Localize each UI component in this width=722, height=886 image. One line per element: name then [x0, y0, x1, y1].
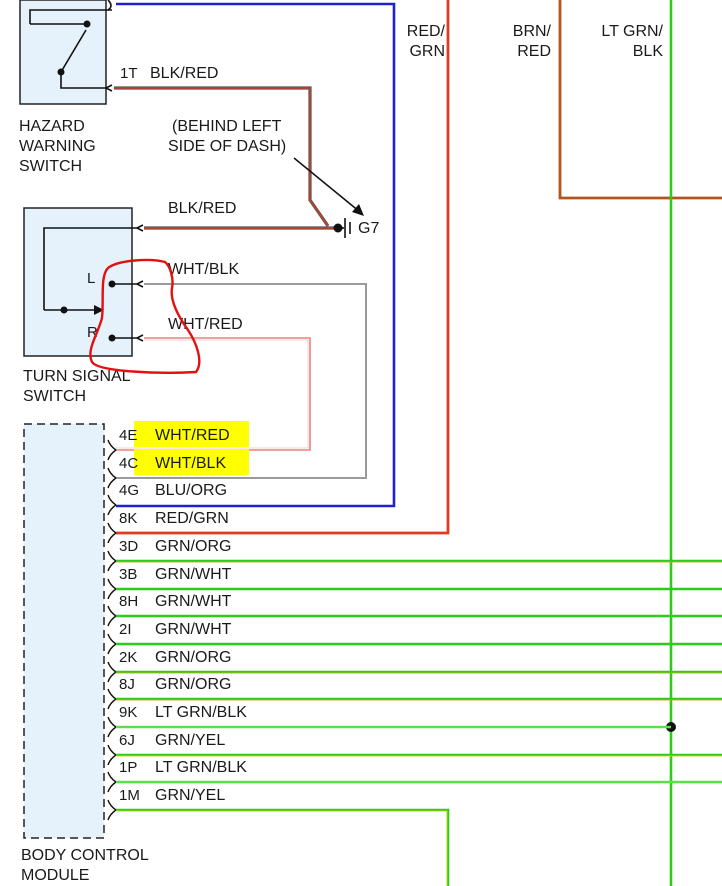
- bcm-pin-wire: BLU/ORG: [155, 482, 227, 499]
- bcm-pin-connector: [107, 716, 117, 738]
- wire-blu-org: [116, 2, 396, 508]
- hazard-label-3: SWITCH: [19, 158, 82, 175]
- bcm-pin-wire: GRN/YEL: [155, 732, 225, 749]
- hazard-label-1: HAZARD: [19, 118, 85, 135]
- red-grn-label-1: RED/: [407, 23, 446, 40]
- hazard-switch-contacts: [29, 9, 112, 89]
- annotation-circle: [89, 258, 201, 374]
- bcm-pin-rows: 4E WHT/RED 4C WHT/BLK 4G BLU/ORG 8K RED/GRN 3D GR…: [107, 421, 249, 821]
- bcm-pin-wire: LT GRN/BLK: [155, 704, 247, 721]
- bcm-pin-id: 9K: [119, 704, 137, 721]
- hazard-pin-label: 1T: [120, 65, 138, 82]
- turn-connector-2: [136, 280, 144, 288]
- turn-pin-l: L: [87, 270, 95, 287]
- bcm-pin-connector: [107, 688, 117, 710]
- bcm-pin-connector: [107, 439, 117, 461]
- bcm-pin-wire: GRN/YEL: [155, 787, 225, 804]
- bcm-pin-wire: GRN/WHT: [155, 566, 232, 583]
- wire-wht-red-inner: [116, 339, 309, 449]
- turn-pin-r: R: [87, 324, 98, 341]
- bcm-pin-wire: GRN/WHT: [155, 621, 232, 638]
- bcm-pin-wire: GRN/ORG: [155, 538, 231, 555]
- turn-connector-3: [136, 334, 144, 342]
- hazard-pin-connector: [105, 84, 113, 92]
- bcm-pin-id: 3B: [119, 566, 137, 583]
- bcm-pin-wire: WHT/RED: [155, 427, 230, 444]
- bcm-pin-wire: RED/GRN: [155, 510, 229, 527]
- hazard-wire-label: BLK/RED: [150, 65, 218, 82]
- bcm-pin-id: 2I: [119, 621, 132, 638]
- bcm-pin-connector: [107, 799, 117, 821]
- bcm-label-2: MODULE: [21, 867, 89, 884]
- bcm-pin-wire: GRN/ORG: [155, 676, 231, 693]
- bcm-pin-connector: [107, 467, 117, 489]
- pin-highlight: [134, 421, 249, 447]
- bcm-pin-id: 1P: [119, 759, 137, 776]
- turn-signal-dot-r: [108, 334, 116, 342]
- bcm-pin-connector: [107, 550, 117, 572]
- bcm-pin-id: 1M: [119, 787, 140, 804]
- bcm-pin-id: 4G: [119, 482, 139, 499]
- bcm-label-1: BODY CONTROL: [21, 847, 149, 864]
- wire-red-grn: [116, 0, 450, 535]
- bcm-pin-id: 3D: [119, 538, 138, 555]
- bcm-pin-connector: [107, 494, 117, 516]
- turn-signal-dot: [60, 306, 68, 314]
- turn-signal-arrow: [94, 305, 104, 315]
- ground-symbol: [338, 218, 351, 238]
- bcm-pin-connector: [107, 661, 117, 683]
- bcm-pin-connector: [107, 522, 117, 544]
- bcm-pin-connector: [107, 771, 117, 793]
- bcm-pin-connector: [107, 605, 117, 627]
- bcm-pin-connector: [107, 633, 117, 655]
- bcm-pin-wire: LT GRN/BLK: [155, 759, 247, 776]
- bcm-pin-id: 4E: [119, 427, 137, 444]
- lt-grn-blk-label-2: BLK: [633, 43, 664, 60]
- bcm-pin-wire: GRN/ORG: [155, 649, 231, 666]
- turn-signal-label-1: TURN SIGNAL: [23, 368, 131, 385]
- bcm-pin-wire: GRN/WHT: [155, 593, 232, 610]
- ground-wire-label: BLK/RED: [168, 200, 236, 217]
- turn-signal-switch-box: [23, 207, 133, 357]
- wire-brn-red: [558, 0, 722, 200]
- red-grn-label-2: GRN: [409, 43, 445, 60]
- hazard-top-connector: [107, 0, 112, 11]
- bcm-pin-id: 2K: [119, 649, 137, 666]
- turn-wire-l-label: WHT/BLK: [168, 261, 239, 278]
- bcm-pin-connector: [107, 744, 117, 766]
- bcm-pin-id: 8H: [119, 593, 138, 610]
- bcm-pin-id: 6J: [119, 732, 135, 749]
- hazard-label-2: WARNING: [19, 138, 96, 155]
- turn-connector-1: [136, 224, 144, 232]
- bcm-box: [23, 423, 105, 839]
- ground-id: G7: [358, 220, 379, 237]
- hazard-contact-dot: [57, 68, 65, 76]
- bcm-pin-id: 4C: [119, 455, 138, 472]
- lt-grn-blk-label-1: LT GRN/: [601, 23, 663, 40]
- wire-blk-red-hazard-stripe: [114, 87, 329, 227]
- bcm-pin-id: 8J: [119, 676, 135, 693]
- brn-red-label-1: BRN/: [513, 23, 552, 40]
- bcm-pin-wire: WHT/BLK: [155, 455, 226, 472]
- dash-note-line-1: (BEHIND LEFT: [172, 118, 282, 135]
- green-wires: [116, 559, 722, 886]
- bcm-pin-id: 8K: [119, 510, 137, 527]
- hazard-contact-dot: [83, 20, 91, 28]
- turn-signal-contacts: [43, 227, 138, 339]
- turn-signal-dot-l: [108, 280, 116, 288]
- bcm-pin-connector: [107, 578, 117, 600]
- note-arrowhead: [352, 204, 364, 216]
- turn-signal-label-2: SWITCH: [23, 388, 86, 405]
- note-arrow: [293, 157, 361, 213]
- dash-note-line-2: SIDE OF DASH): [168, 138, 286, 155]
- brn-red-label-2: RED: [517, 43, 551, 60]
- wire-wht-blk: [116, 283, 367, 479]
- hazard-switch-box: [19, 0, 107, 105]
- pin-highlight: [134, 449, 249, 475]
